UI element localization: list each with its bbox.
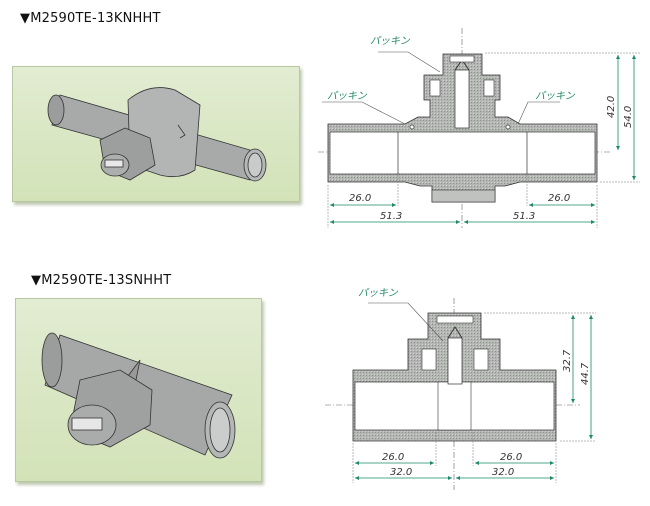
dim-height-center: 42.0 [606,96,617,118]
dim-height-total: 54.0 [623,106,634,128]
dim-height-total: 44.7 [580,362,591,385]
packing-label-right: パッキン [535,90,576,102]
dim-height-center: 32.7 [562,349,573,372]
cross-section-drawing-1: パッキン パッキン パッキン 26.0 51.3 26.0 51.3 42.0 … [318,28,640,228]
dim-left-outer: 32.0 [390,467,412,478]
packing-label-left: パッキン [327,90,368,102]
dim-left-inner: 26.0 [349,193,371,204]
valve-isometric-illustration-1 [47,87,267,182]
dim-right-outer: 51.3 [513,211,535,222]
valve-isometric-illustration-2 [41,332,236,459]
dim-left-inner: 26.0 [382,452,404,463]
dim-right-outer: 32.0 [492,467,514,478]
dim-left-outer: 51.3 [380,211,402,222]
model-title-1: ▼M2590TE-13KNHHT [20,11,161,26]
model-title-2: ▼M2590TE-13SNHHT [31,273,172,288]
cross-section-drawing-2: パッキン 26.0 32.0 26.0 32.0 32.7 44.7 [325,287,596,490]
dim-right-inner: 26.0 [548,193,570,204]
packing-label-top: パッキン [358,287,399,299]
dim-right-inner: 26.0 [500,452,522,463]
packing-label-top: パッキン [370,35,411,47]
